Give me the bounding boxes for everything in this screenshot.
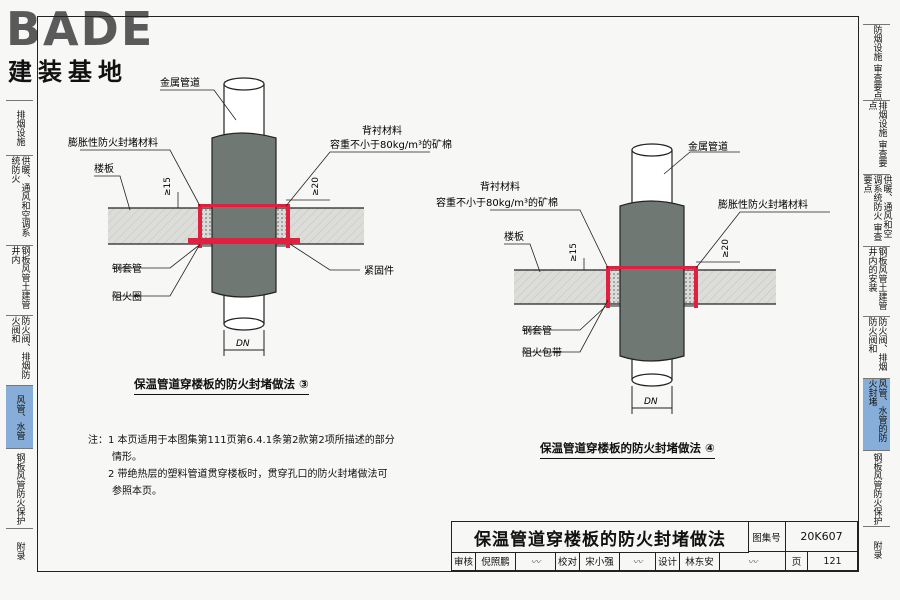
label-dn: DN [236, 339, 250, 349]
pipe-insulation [619, 200, 685, 362]
caption-diagram-4: 保温管道穿楼板的防火封堵做法 ④ [540, 440, 715, 459]
left-tab-appendix[interactable]: 附录 [6, 528, 33, 572]
steel-sleeve [198, 204, 202, 248]
label-dim-15: ≥15 [163, 177, 173, 196]
left-tab-smoke-exhaust[interactable]: 排烟设施 [6, 100, 33, 155]
label-steel-sleeve: 钢套管 [522, 324, 552, 337]
note-line: 2 带绝热层的塑料管道贯穿楼板时，贯穿孔口的防火封堵做法可 [108, 469, 388, 480]
diagram-4: 金属管道 背衬材料 容重不小于80kg/m³的矿棉 膨胀性防火封堵材料 楼板 ≥… [436, 140, 830, 414]
pipe-insulation [211, 132, 277, 298]
logo-brand: BADE [6, 2, 155, 56]
label-metal-pipe: 金属管道 [160, 76, 200, 89]
reviewer-name: 倪照鹏 [476, 552, 516, 571]
label-steel-sleeve: 钢套管 [112, 262, 142, 275]
left-tab-duct-protection[interactable]: 钢板风管防火保护 [6, 448, 33, 528]
label-backing: 背衬材料 [362, 124, 402, 137]
right-tab-fire-damper[interactable]: 防火阀、排烟防火阀和 [863, 316, 890, 378]
label-metal-pipe: 金属管道 [688, 140, 728, 153]
left-tab-strip: 排烟设施 供暖、通风和空调系统防火 钢板风管土建管井内 防火阀、排烟防火阀和 风… [6, 16, 33, 572]
page-number: 121 [808, 552, 858, 571]
diagram-3: 金属管道 背衬材料 容重不小于80kg/m³的矿棉 膨胀性防火封堵材料 楼板 ≥… [68, 76, 452, 356]
caption-diagram-3: 保温管道穿楼板的防火封堵做法 ③ [134, 376, 309, 395]
left-tab-fire-damper[interactable]: 防火阀、排烟防火阀和 [6, 315, 33, 385]
right-tab-appendix[interactable]: 附录 [863, 526, 890, 572]
label-intumescent: 膨胀性防火封堵材料 [68, 136, 158, 149]
label-floor: 楼板 [504, 230, 524, 243]
label-fire-wrap: 阻火包带 [522, 346, 562, 359]
label-backing-density: 容重不小于80kg/m³的矿棉 [436, 196, 558, 209]
label-dim-20: ≥20 [721, 239, 731, 258]
left-tab-duct-pipe[interactable]: 风管、水管 [6, 385, 33, 448]
left-tab-hvac[interactable]: 供暖、通风和空调系统防火 [6, 155, 33, 245]
drawing-frame [37, 16, 859, 572]
label-intumescent: 膨胀性防火封堵材料 [718, 198, 808, 211]
label-backing-density: 容重不小于80kg/m³的矿棉 [330, 138, 452, 151]
label-dim-15: ≥15 [569, 243, 579, 262]
right-tab-strip: 防烟设施 审查要点 排烟设施 审查要点 供暖、通风和空调系统防火 审查要点 钢板… [862, 16, 892, 572]
designer-name: 林东安 [680, 552, 720, 571]
title-block: 保温管道穿楼板的防火封堵做法 图集号 20K607 审核 倪照鹏 〰 校对 宋小… [451, 521, 858, 571]
atlas-label: 图集号 [748, 522, 786, 552]
label-fastener: 紧固件 [364, 265, 394, 277]
fire-wrap [606, 266, 698, 269]
check-label: 校对 [556, 552, 580, 571]
bade-logo: BADE 建装基地 [4, 2, 174, 86]
right-tab-duct-pipe-sealing[interactable]: 风管、水管的防火封堵 [863, 378, 890, 450]
checker-name: 宋小强 [580, 552, 620, 571]
right-tab-smoke-control[interactable]: 防烟设施 审查要点 [863, 24, 890, 100]
label-fire-ring: 阻火圈 [112, 291, 142, 303]
steel-sleeve [606, 266, 610, 308]
right-tab-hvac[interactable]: 供暖、通风和空调系统防火 审查要点 [862, 174, 892, 246]
logo-subtitle: 建装基地 [8, 58, 128, 86]
note-line: 情形。 [112, 452, 142, 463]
reviewer-signature: 〰 [516, 552, 556, 571]
label-backing: 背衬材料 [480, 180, 520, 193]
note-line: 参照本页。 [112, 486, 162, 497]
right-tab-smoke-exhaust[interactable]: 排烟设施 审查要点 [863, 100, 890, 174]
label-dn: DN [644, 397, 658, 407]
left-tab-duct-shaft[interactable]: 钢板风管土建管井内 [6, 245, 33, 315]
notes-block: 注：1 本页适用于本图集第111页第6.4.1条第2款第2项所描述的部分 情形。… [88, 432, 395, 500]
page-label: 页 [786, 552, 808, 571]
right-tab-duct-protection[interactable]: 钢板风管防火保护 [863, 450, 890, 526]
fire-collar [188, 238, 300, 244]
atlas-number: 20K607 [786, 522, 858, 552]
right-tab-duct-shaft[interactable]: 钢板风管土建管井内的安装 [863, 246, 890, 316]
checker-signature: 〰 [620, 552, 656, 571]
note-line: 注：1 本页适用于本图集第111页第6.4.1条第2款第2项所描述的部分 [88, 435, 395, 446]
designer-signature: 〰 [720, 552, 786, 571]
label-floor: 楼板 [94, 162, 114, 175]
review-label: 审核 [452, 552, 476, 571]
label-dim-20: ≥20 [311, 177, 321, 196]
design-label: 设计 [656, 552, 680, 571]
drawing-title: 保温管道穿楼板的防火封堵做法 [452, 522, 749, 553]
